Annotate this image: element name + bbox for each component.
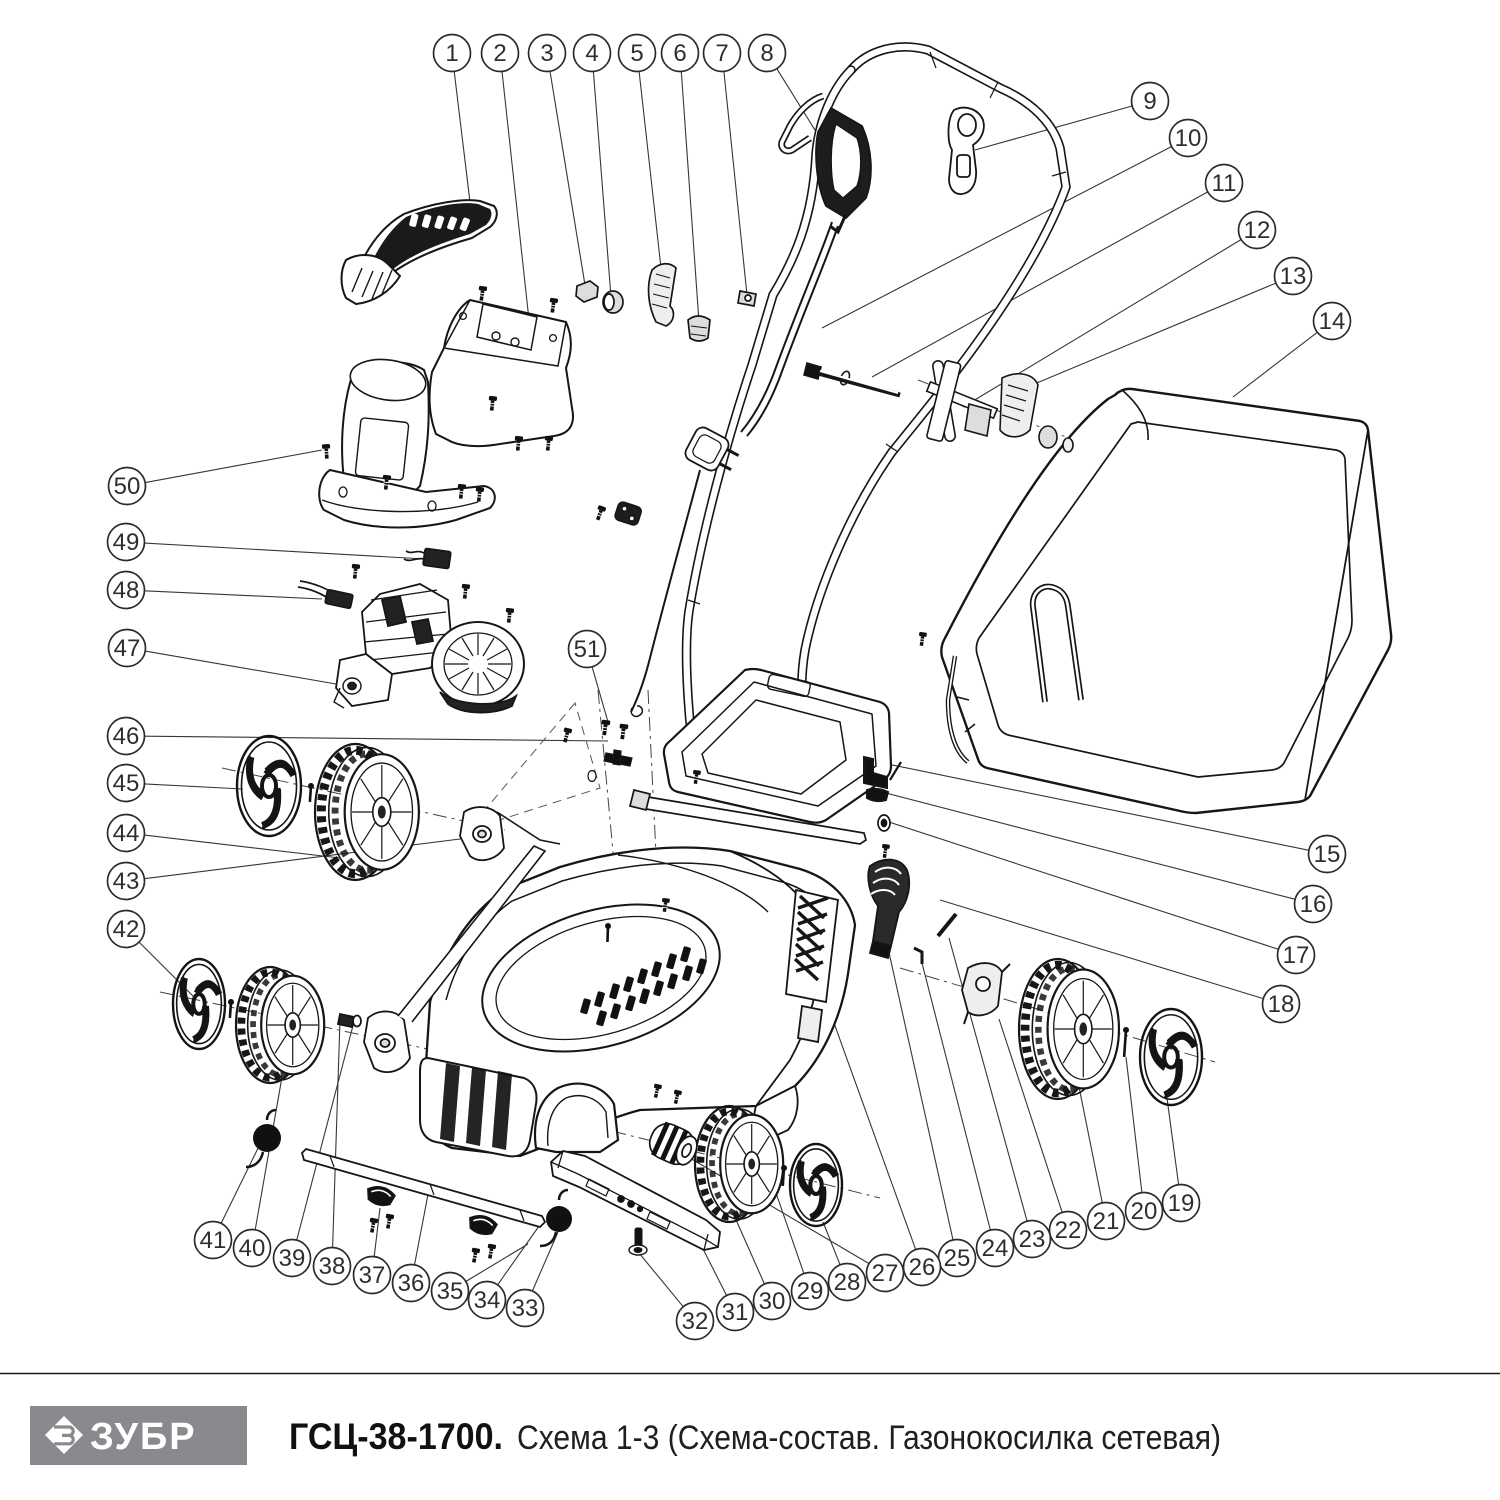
- svg-text:49: 49: [113, 529, 140, 556]
- svg-text:14: 14: [1319, 308, 1346, 335]
- svg-text:46: 46: [113, 723, 140, 750]
- svg-text:6: 6: [673, 40, 686, 67]
- svg-text:43: 43: [113, 868, 140, 895]
- svg-text:4: 4: [585, 40, 598, 67]
- svg-text:2: 2: [493, 40, 506, 67]
- svg-text:30: 30: [759, 1288, 786, 1315]
- svg-text:39: 39: [279, 1245, 306, 1272]
- svg-text:15: 15: [1314, 841, 1341, 868]
- svg-text:28: 28: [834, 1269, 861, 1296]
- svg-text:21: 21: [1093, 1208, 1120, 1235]
- svg-text:9: 9: [1143, 88, 1156, 115]
- svg-text:ГСЦ-38-1700.: ГСЦ-38-1700.: [289, 1416, 503, 1458]
- svg-text:38: 38: [319, 1253, 346, 1280]
- svg-text:10: 10: [1175, 125, 1202, 152]
- svg-text:12: 12: [1244, 217, 1271, 244]
- svg-text:36: 36: [398, 1270, 425, 1297]
- svg-text:37: 37: [359, 1262, 386, 1289]
- svg-text:42: 42: [113, 916, 140, 943]
- svg-text:23: 23: [1019, 1226, 1046, 1253]
- svg-text:7: 7: [715, 40, 728, 67]
- svg-text:41: 41: [200, 1227, 227, 1254]
- svg-text:3: 3: [540, 40, 553, 67]
- svg-text:48: 48: [113, 577, 140, 604]
- svg-text:26: 26: [909, 1254, 936, 1281]
- svg-text:50: 50: [114, 473, 141, 500]
- svg-text:51: 51: [574, 636, 601, 663]
- svg-text:24: 24: [982, 1235, 1009, 1262]
- svg-text:47: 47: [114, 635, 141, 662]
- svg-text:ЗУБР: ЗУБР: [90, 1416, 197, 1458]
- svg-text:35: 35: [437, 1278, 464, 1305]
- svg-text:33: 33: [512, 1295, 539, 1322]
- svg-text:32: 32: [682, 1308, 709, 1335]
- svg-text:1: 1: [445, 40, 458, 67]
- svg-text:20: 20: [1131, 1198, 1158, 1225]
- svg-text:22: 22: [1055, 1217, 1082, 1244]
- svg-text:19: 19: [1168, 1190, 1195, 1217]
- svg-text:25: 25: [944, 1245, 971, 1272]
- svg-text:17: 17: [1283, 942, 1310, 969]
- svg-text:Схема 1-3 (Схема-состав. Газон: Схема 1-3 (Схема-состав. Газонокосилка с…: [517, 1418, 1221, 1456]
- svg-text:31: 31: [722, 1299, 749, 1326]
- svg-text:40: 40: [239, 1235, 266, 1262]
- svg-text:5: 5: [630, 40, 643, 67]
- svg-text:18: 18: [1268, 991, 1295, 1018]
- svg-text:45: 45: [113, 770, 140, 797]
- svg-text:34: 34: [474, 1287, 501, 1314]
- svg-text:29: 29: [797, 1278, 824, 1305]
- svg-text:16: 16: [1300, 891, 1327, 918]
- svg-text:8: 8: [760, 40, 773, 67]
- svg-text:44: 44: [113, 820, 140, 847]
- svg-text:27: 27: [872, 1260, 899, 1287]
- svg-text:13: 13: [1280, 263, 1307, 290]
- svg-text:11: 11: [1212, 170, 1237, 197]
